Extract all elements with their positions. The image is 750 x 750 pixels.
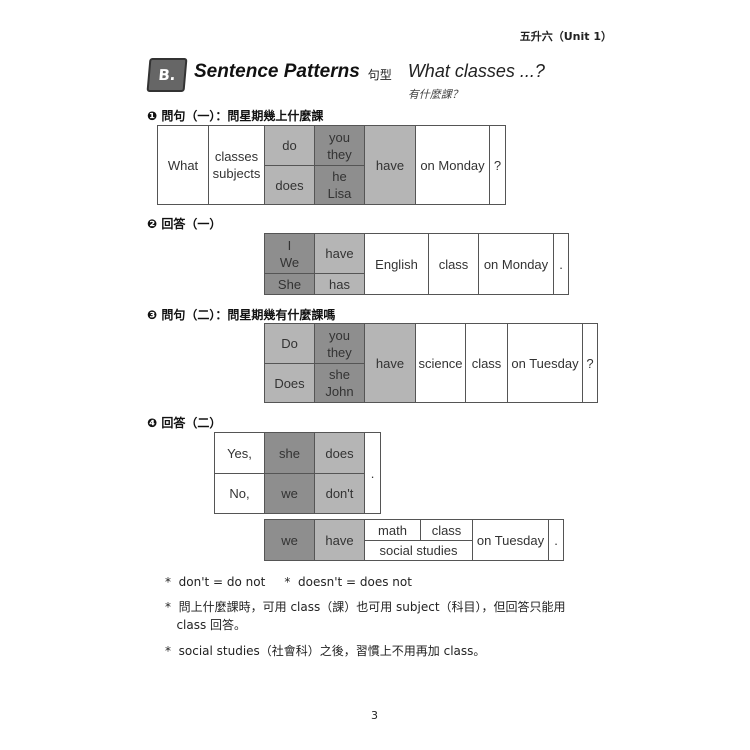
page-number: 3 <box>371 709 378 722</box>
badge-label: B. <box>157 66 177 84</box>
section-heading: ❷ 回答（一） <box>147 217 222 231</box>
cell: She <box>264 273 315 295</box>
cell: you they <box>314 323 365 364</box>
cell: do <box>264 125 315 166</box>
cell: Does <box>264 363 315 403</box>
note: * 問上什麼課時，可用 class（課）也可用 subject（科目），但回答只… <box>165 600 566 632</box>
cell: have <box>364 323 416 403</box>
cell: on Tuesday <box>472 519 549 561</box>
topic-zh: 有什麼課？ <box>407 88 463 101</box>
cell: she <box>264 432 315 474</box>
cell: . <box>548 519 564 561</box>
cell: have <box>314 519 365 561</box>
cell: English <box>364 233 429 295</box>
cell: on Monday <box>415 125 490 205</box>
cell: does <box>264 165 315 205</box>
cell: science <box>415 323 466 403</box>
topic-title: What classes ...? <box>407 61 545 81</box>
cell: on Monday <box>478 233 554 295</box>
cell: does <box>314 432 365 474</box>
topic-block: What classes ...? 有什麼課？ <box>408 58 545 102</box>
cell: don't <box>314 473 365 514</box>
cell: on Tuesday <box>507 323 583 403</box>
cell: class <box>428 233 479 295</box>
cell: ? <box>489 125 506 205</box>
page-title-zh: 句型 <box>367 68 392 82</box>
cell: No, <box>214 473 265 514</box>
cell: you they <box>314 125 365 166</box>
section-heading: ❶ 問句（一）：問星期幾上什麼課 <box>147 109 324 123</box>
cell: . <box>364 432 381 514</box>
cell: we <box>264 519 315 561</box>
unit-label: 五升六（Unit 1） <box>519 30 612 43</box>
cell: has <box>314 273 365 295</box>
cell: she John <box>314 363 365 403</box>
cell: have <box>364 125 416 205</box>
cell: I We <box>264 233 315 274</box>
page-title: Sentence Patterns <box>194 61 360 82</box>
title-row: B. Sentence Patterns 句型 What classes ...… <box>146 58 545 102</box>
cell: class <box>465 323 508 403</box>
cell: ? <box>582 323 598 403</box>
cell: Yes, <box>214 432 265 474</box>
cell: . <box>553 233 569 295</box>
cell: social studies <box>364 540 473 561</box>
note: * social studies（社會科）之後，習慣上不用再加 class。 <box>165 644 486 658</box>
note: * don't = do not * doesn't = does not <box>165 575 412 589</box>
cell: math <box>364 519 421 541</box>
cell: he Lisa <box>314 165 365 205</box>
cell: classes subjects <box>208 125 265 205</box>
cell: What <box>157 125 209 205</box>
section-badge: B. <box>146 58 188 92</box>
section-heading: ❹ 回答（二） <box>147 416 222 430</box>
cell: we <box>264 473 315 514</box>
cell: class <box>420 519 473 541</box>
section-heading: ❸ 問句（二）：問星期幾有什麼課嗎 <box>147 308 336 322</box>
cell: have <box>314 233 365 274</box>
cell: Do <box>264 323 315 364</box>
